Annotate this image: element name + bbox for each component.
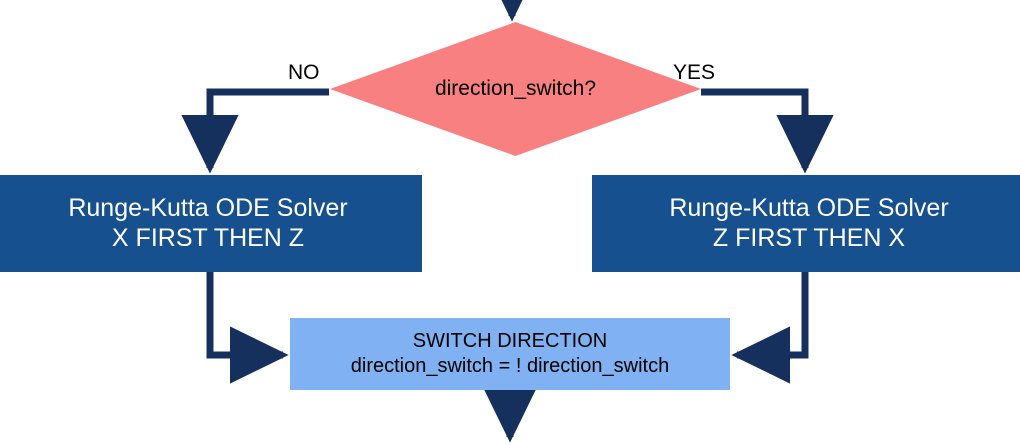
decision-direction-switch[interactable]: direction_switch? — [330, 22, 701, 156]
process-solver-x-first[interactable]: Runge-Kutta ODE Solver X FIRST THEN Z — [0, 175, 422, 272]
process-switch-direction-line2: direction_switch = ! direction_switch — [350, 355, 670, 377]
branch-label-no: NO — [288, 61, 320, 84]
edge-solver-z-first-to-switch — [731, 272, 809, 384]
process-solver-z-first-line2: Z FIRST THEN X — [712, 223, 906, 252]
process-solver-x-first-line1: Runge-Kutta ODE Solver — [68, 194, 348, 222]
decision-label: direction_switch? — [434, 76, 597, 100]
process-solver-x-first-line2: X FIRST THEN Z — [111, 223, 305, 252]
process-solver-z-first[interactable]: Runge-Kutta ODE Solver Z FIRST THEN X — [592, 175, 1020, 272]
branch-label-yes: YES — [673, 61, 716, 84]
process-solver-z-first-line1: Runge-Kutta ODE Solver — [669, 194, 949, 222]
edge-no-to-solver-x-first — [181, 88, 329, 174]
edge-yes-to-solver-z-first — [701, 88, 834, 174]
process-switch-direction[interactable]: SWITCH DIRECTION direction_switch = ! di… — [290, 318, 730, 390]
process-switch-direction-line1: SWITCH DIRECTION — [412, 330, 608, 352]
edge-solver-x-first-to-switch — [206, 272, 289, 384]
diamond-shape-icon — [330, 22, 701, 156]
